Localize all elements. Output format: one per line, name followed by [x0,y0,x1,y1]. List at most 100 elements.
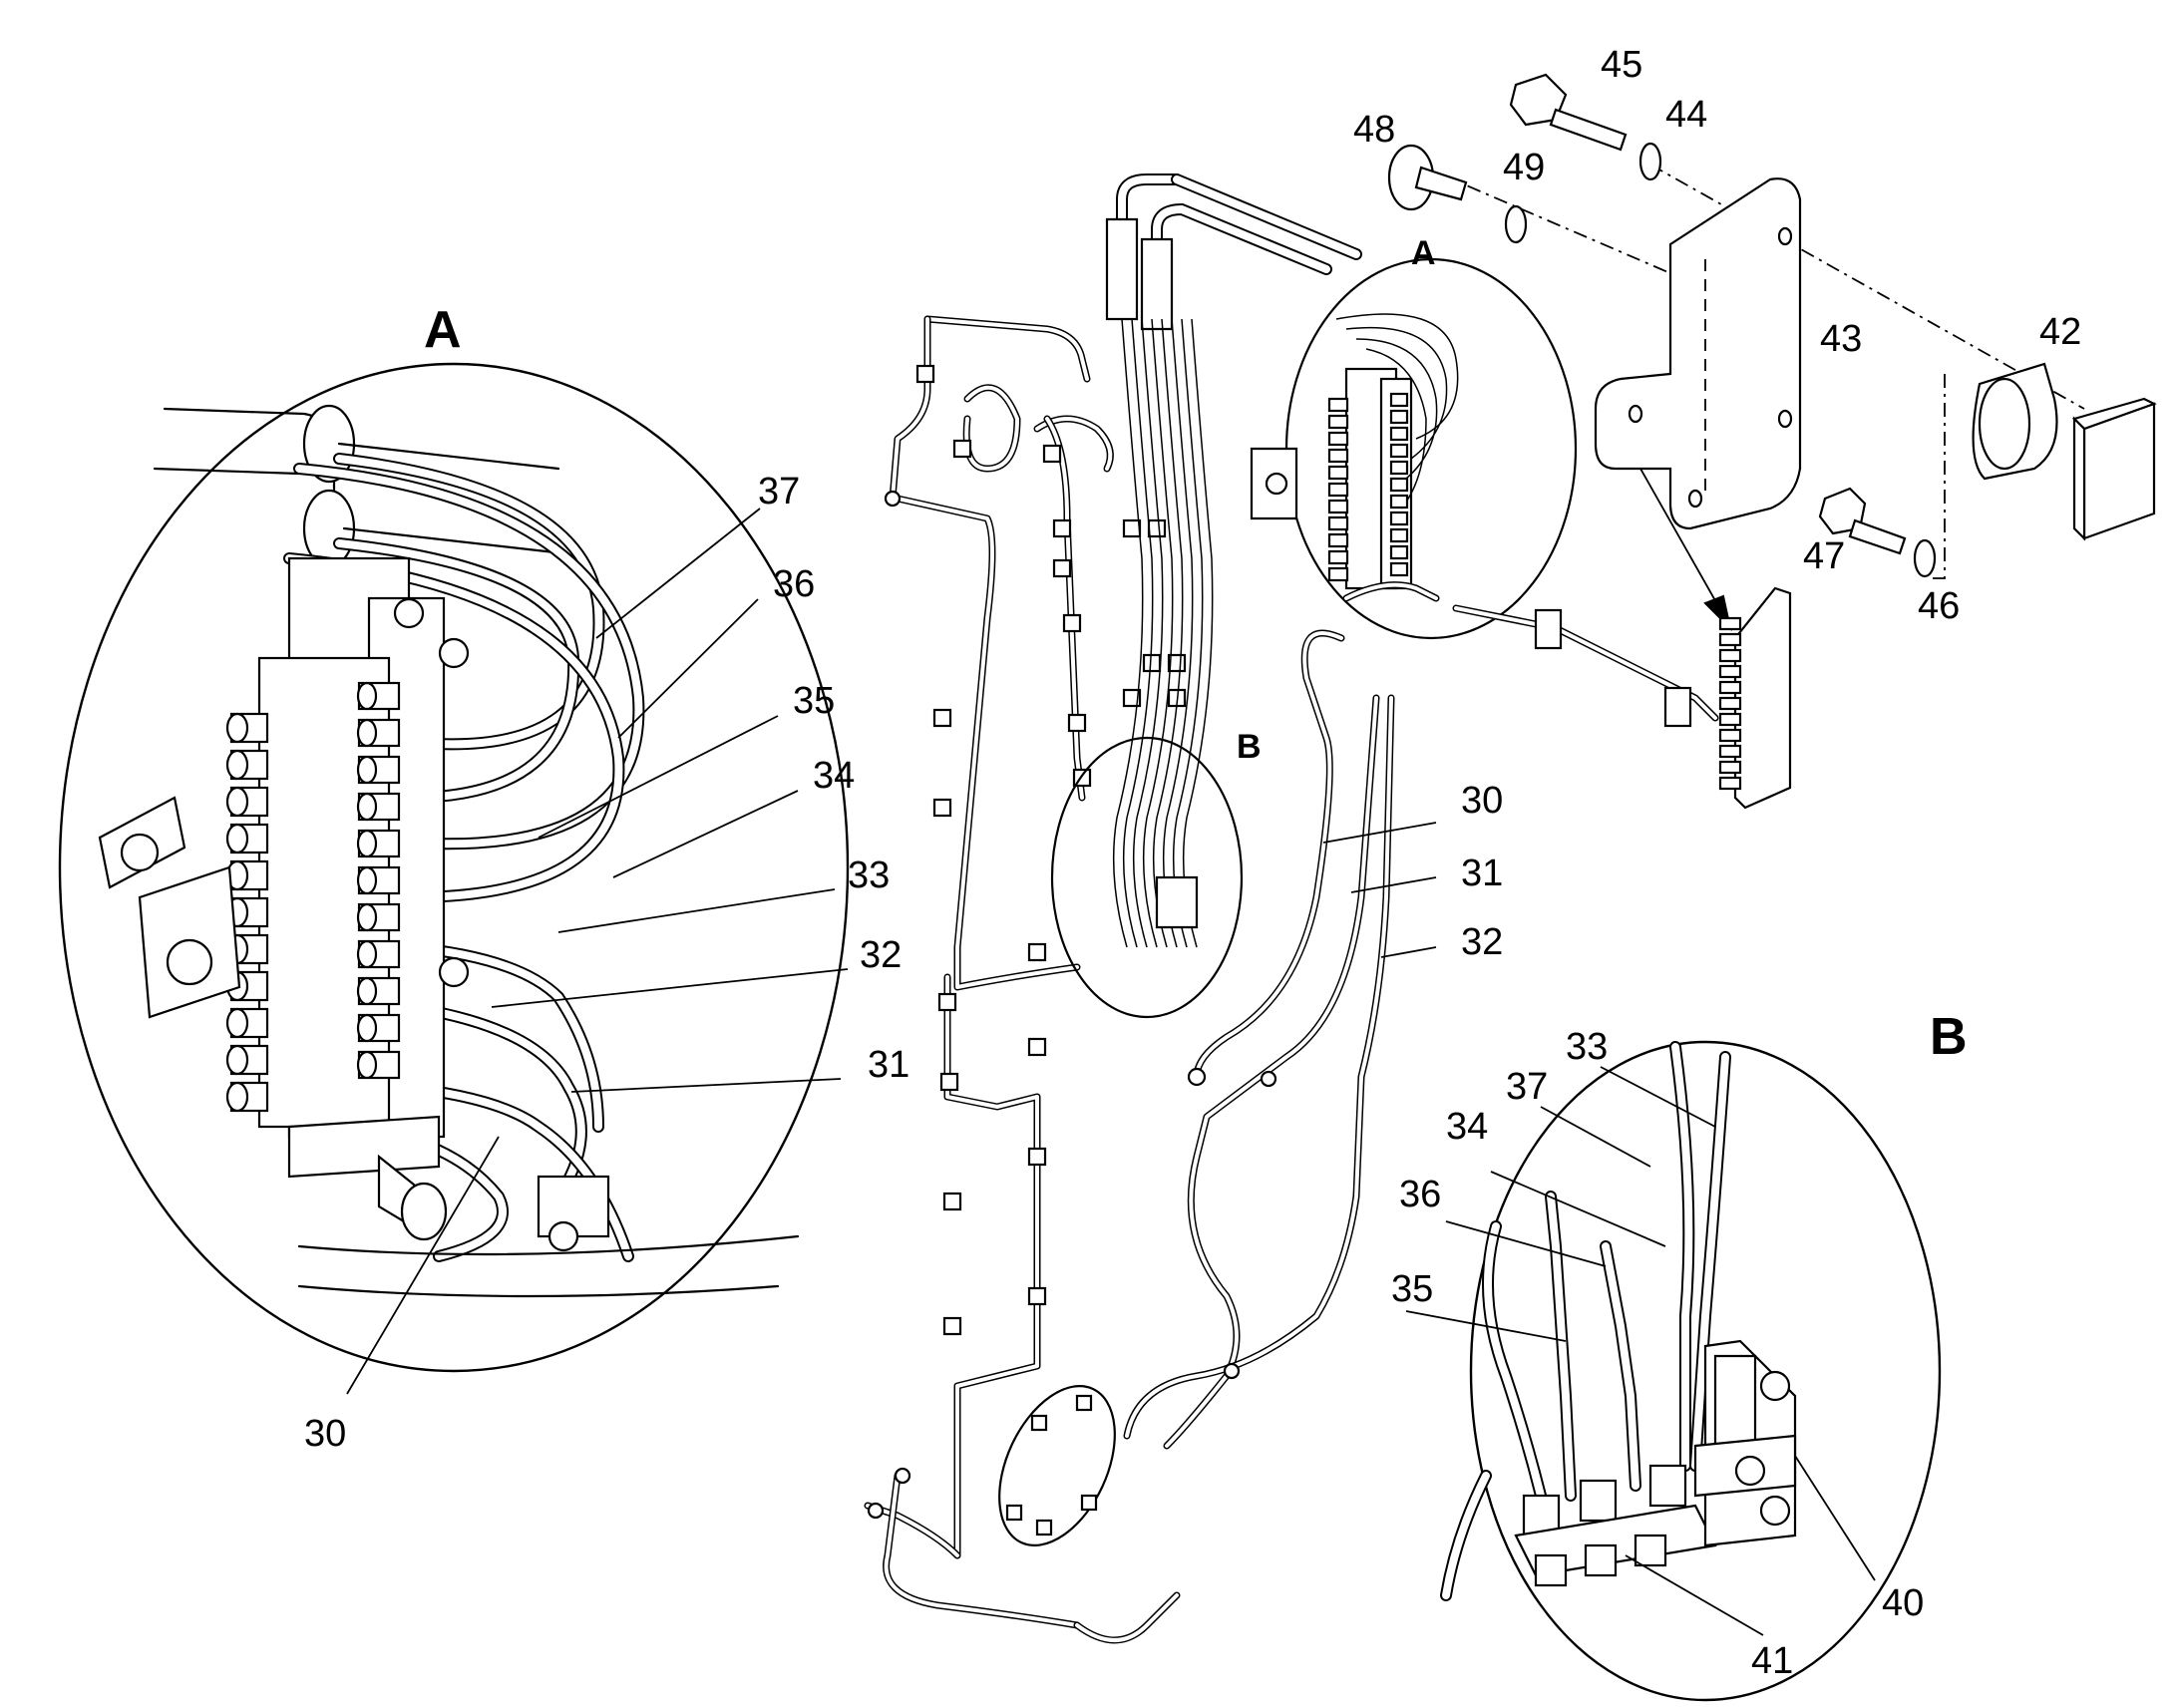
small-fitting-right [1389,527,1409,543]
fitting-nut [225,712,249,744]
hose-clamp [1052,518,1072,538]
small-fitting [1327,397,1349,413]
mounting-bracket-b-small [1155,875,1199,929]
washer-49 [1504,204,1528,244]
fitting-right-nut [356,1050,378,1080]
callout-40: 40 [1882,1582,1924,1624]
fitting-nut [225,1044,249,1076]
distributor-fitting [1718,680,1742,695]
grease-line-left [864,315,1181,1644]
small-manifold-fittings [1327,392,1409,582]
bolt-45 [1509,73,1628,152]
small-fitting-right [1389,392,1409,408]
fitting-right-nut [356,755,378,785]
small-fitting-right [1389,443,1409,459]
small-fitting-right [1389,409,1409,425]
hose-clamp [937,992,957,1012]
detail-b-fittings [1514,1464,1717,1587]
small-fitting [1327,448,1349,464]
small-fitting-right [1389,460,1409,476]
hose-clamp [1142,653,1162,673]
callout-44: 44 [1665,94,1707,136]
leader-lines [346,508,1876,1636]
detail-b-title: B [1930,1008,1968,1066]
distributor-fitting [1718,744,1742,759]
round-mounting-plate [998,1385,1116,1546]
detail-a-fittings [225,681,401,1113]
fitting-nut [225,1007,249,1039]
distributor-connection [1452,604,1719,728]
callout-32-a: 32 [860,934,902,976]
cap-42 [1972,362,2058,481]
hose-clamp [1027,1147,1047,1167]
callout-35-b: 35 [1391,1268,1433,1310]
callout-49: 49 [1503,147,1545,188]
callout-34-b: 34 [1446,1106,1488,1148]
hose-clamp [1122,518,1142,538]
hose-clamp [1147,518,1167,538]
alignment-line-upper [1649,164,2085,410]
detail-b-view [1440,1040,1942,1702]
callout-43: 43 [1820,318,1862,360]
hose-clamp [942,1316,962,1336]
hose-clamp [932,798,952,818]
fitting-right-nut [356,939,378,969]
callout-34-a: 34 [813,755,855,797]
callout-31-b: 31 [1461,853,1503,894]
small-fitting [1327,465,1349,481]
hose-clamp [1067,713,1087,733]
washer-46 [1913,538,1937,578]
callout-31-a: 31 [868,1044,909,1086]
hose-clamp [1042,444,1062,464]
upper-pipes [1105,173,1362,331]
distributor-fitting [1718,776,1742,791]
hose-clamp [1062,613,1082,633]
hose-clamp [1027,1286,1047,1306]
callout-41: 41 [1751,1640,1793,1682]
assembly-arrow [1639,468,1726,619]
distributor-fitting [1718,696,1742,711]
callout-42: 42 [2039,311,2081,353]
detail-b-marker-ellipse [1050,736,1244,1019]
distributor-fitting [1718,760,1742,775]
lines-30-31-32 [1123,581,1440,1450]
fitting-right-nut [356,976,378,1006]
bracket-40 [1693,1339,1797,1547]
fitting-right-nut [356,1013,378,1043]
fitting-right-nut [356,718,378,748]
distributor-block [1733,586,1792,810]
alignment-line-vertical [1930,374,1946,579]
hose-clamp [1052,558,1072,578]
fitting-right-nut [356,865,378,895]
callout-33-b: 33 [1566,1026,1608,1068]
hose-clamp [939,1072,959,1092]
small-fitting [1327,414,1349,430]
hose-clamp [1122,688,1142,708]
callout-37-a: 37 [758,471,800,512]
hose-clamp [952,439,972,459]
hose-clamp [932,708,952,728]
callout-36-b: 36 [1399,1174,1441,1215]
hose-bundle [1112,318,1214,948]
small-fitting [1327,431,1349,447]
callout-47: 47 [1803,535,1845,577]
callout-46: 46 [1918,585,1960,627]
fitting-nut [225,823,249,854]
bolt-47 [1818,487,1907,555]
hose-clamp [1027,942,1047,962]
small-fitting-right [1389,561,1409,577]
callout-35-a: 35 [793,680,835,722]
fitting-nut [225,786,249,818]
hose-clamp [915,364,935,384]
callout-37-b: 37 [1506,1066,1548,1108]
fitting-nut [225,1081,249,1113]
small-fitting [1327,482,1349,498]
callout-30-a: 30 [304,1413,346,1455]
detail-b-hoses [1440,1041,1731,1601]
distributor-fittings [1718,616,1742,791]
small-fitting-right [1389,494,1409,510]
detail-a-small-title: A [1411,234,1436,272]
fitting-right-nut [356,681,378,711]
small-fitting [1327,515,1349,531]
fitting-nut [225,749,249,781]
